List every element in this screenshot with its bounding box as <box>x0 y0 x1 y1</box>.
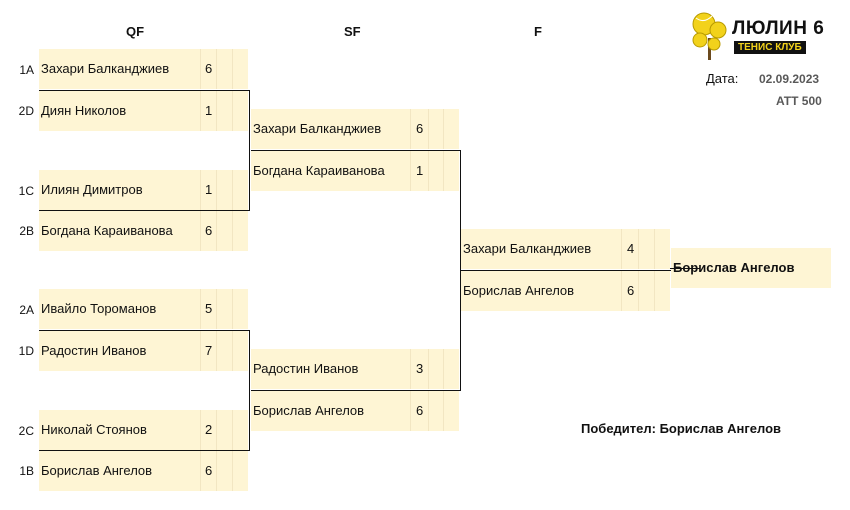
bracket-line <box>249 90 250 211</box>
header-sf: SF <box>344 24 361 39</box>
bracket-line <box>251 390 461 391</box>
qf-player-name: Илиян Димитров <box>41 182 143 197</box>
qf-entry: Захари Балканджиев 6 <box>39 49 248 89</box>
date-value: 02.09.2023 <box>759 72 820 86</box>
qf-score: 2 <box>205 422 213 437</box>
final-entry: Захари Балканджиев 4 <box>461 229 670 269</box>
qf-score: 7 <box>205 343 213 358</box>
date-label: Дата: <box>706 71 739 86</box>
sf-score: 1 <box>416 163 424 178</box>
logo-subtitle: ТЕНИС КЛУБ <box>734 41 806 54</box>
qf-score: 1 <box>205 103 213 118</box>
header-qf: QF <box>126 24 145 39</box>
qf-entry: Борислав Ангелов 6 <box>39 451 248 491</box>
sf-player-name: Захари Балканджиев <box>253 121 382 136</box>
qf-entry: Ивайло Тороманов 5 <box>39 289 248 329</box>
qf-player-name: Ивайло Тороманов <box>41 301 157 316</box>
bracket-line <box>39 450 250 451</box>
final-entry: Борислав Ангелов 6 <box>461 271 670 311</box>
final-score: 6 <box>627 283 635 298</box>
qf-entry: Диян Николов 1 <box>39 91 248 131</box>
qf-player-name: Радостин Иванов <box>41 343 147 358</box>
sf-score: 3 <box>416 361 424 376</box>
qf-seed: 1D <box>18 344 34 358</box>
qf-score: 6 <box>205 223 213 238</box>
logo-title: ЛЮЛИН 6 <box>732 18 825 39</box>
bracket-line <box>249 330 250 451</box>
qf-entry: Богдана Караиванова 6 <box>39 211 248 251</box>
sf-score: 6 <box>416 121 424 136</box>
qf-score: 6 <box>205 463 213 478</box>
sf-player-name: Радостин Иванов <box>253 361 359 376</box>
qf-player-name: Богдана Караиванова <box>41 223 173 238</box>
sf-entry: Радостин Иванов 3 <box>251 349 459 389</box>
header-final: F <box>534 24 542 39</box>
qf-entry: Николай Стоянов 2 <box>39 410 248 450</box>
bracket-line <box>461 270 671 271</box>
bracket-line <box>39 330 250 331</box>
final-player-name: Борислав Ангелов <box>463 283 575 298</box>
sf-entry: Богдана Караиванова 1 <box>251 151 459 191</box>
winner-text: Победител: Борислав Ангелов <box>581 421 782 436</box>
sf-score: 6 <box>416 403 424 418</box>
qf-seed: 2A <box>19 303 34 317</box>
sf-entry: Борислав Ангелов 6 <box>251 391 459 431</box>
qf-seed: 1A <box>19 63 34 77</box>
qf-player-name: Николай Стоянов <box>41 422 147 437</box>
sf-entry: Захари Балканджиев 6 <box>251 109 459 149</box>
qf-player-name: Диян Николов <box>41 103 127 118</box>
qf-seed: 2C <box>18 424 34 438</box>
final-player-name: Захари Балканджиев <box>463 241 592 256</box>
bracket-line <box>39 210 250 211</box>
qf-score: 1 <box>205 182 213 197</box>
qf-seed: 2B <box>19 224 34 238</box>
bracket-line <box>251 150 461 151</box>
tournament-name: ATT 500 <box>776 94 822 108</box>
tennis-ball-tree-icon <box>692 12 727 60</box>
bracket-line <box>460 150 461 390</box>
final-score: 4 <box>627 241 635 256</box>
qf-entry: Радостин Иванов 7 <box>39 331 248 371</box>
club-logo: ЛЮЛИН 6 ТЕНИС КЛУБ <box>690 10 830 62</box>
qf-seed: 2D <box>18 104 34 118</box>
qf-player-name: Борислав Ангелов <box>41 463 153 478</box>
bracket-line <box>39 90 250 91</box>
qf-seed: 1C <box>18 184 34 198</box>
sf-player-name: Богдана Караиванова <box>253 163 385 178</box>
qf-seed: 1B <box>19 464 34 478</box>
qf-score: 6 <box>205 61 213 76</box>
bracket-line <box>670 268 700 269</box>
sf-player-name: Борислав Ангелов <box>253 403 365 418</box>
champion-name: Борислав Ангелов <box>673 260 795 275</box>
qf-entry: Илиян Димитров 1 <box>39 170 248 210</box>
qf-player-name: Захари Балканджиев <box>41 61 170 76</box>
qf-score: 5 <box>205 301 213 316</box>
